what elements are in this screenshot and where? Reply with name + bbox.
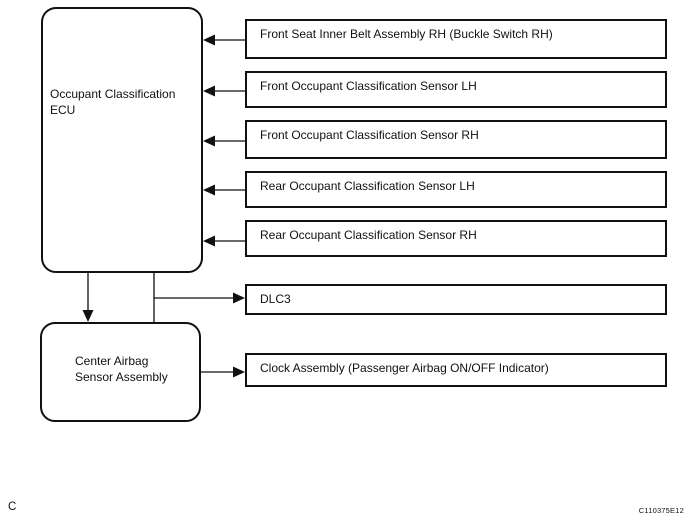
arrow-center-airbag-to-clock (201, 366, 245, 378)
arrow-front-occupant-sensor-lh-to-ecu (203, 85, 245, 97)
node-clock-assembly-label: Clock Assembly (Passenger Airbag ON/OFF … (260, 361, 549, 375)
figure-code: C110375E12 (638, 506, 684, 515)
arrow-rear-occupant-sensor-lh-to-ecu (203, 184, 245, 196)
node-front-seat-inner-belt-assembly-rh: Front Seat Inner Belt Assembly RH (Buckl… (245, 19, 667, 59)
node-dlc3-label: DLC3 (260, 292, 291, 306)
node-front-seat-inner-belt-assembly-rh-label: Front Seat Inner Belt Assembly RH (Buckl… (260, 27, 553, 41)
node-center-airbag-sensor-assembly-label: Center Airbag Sensor Assembly (75, 354, 168, 384)
node-rear-occupant-classification-sensor-rh: Rear Occupant Classification Sensor RH (245, 220, 667, 257)
node-rear-occupant-classification-sensor-lh: Rear Occupant Classification Sensor LH (245, 171, 667, 208)
arrow-front-occupant-sensor-rh-to-ecu (203, 135, 245, 147)
node-occupant-classification-ecu-label: Occupant Classification ECU (50, 87, 176, 117)
node-dlc3: DLC3 (245, 284, 667, 315)
node-center-airbag-sensor-assembly: Center Airbag Sensor Assembly (40, 322, 201, 422)
arrow-ecu-to-center-airbag (82, 273, 94, 322)
node-occupant-classification-ecu: Occupant Classification ECU (41, 7, 203, 273)
node-rear-occupant-classification-sensor-rh-label: Rear Occupant Classification Sensor RH (260, 228, 477, 242)
arrow-front-seat-inner-belt-to-ecu (203, 34, 245, 46)
arrow-rear-occupant-sensor-rh-to-ecu (203, 235, 245, 247)
node-rear-occupant-classification-sensor-lh-label: Rear Occupant Classification Sensor LH (260, 179, 475, 193)
node-front-occupant-classification-sensor-rh: Front Occupant Classification Sensor RH (245, 120, 667, 159)
node-front-occupant-classification-sensor-lh-label: Front Occupant Classification Sensor LH (260, 79, 477, 93)
page-marker: C (8, 501, 17, 513)
arrow-to-dlc3 (154, 292, 245, 304)
node-front-occupant-classification-sensor-rh-label: Front Occupant Classification Sensor RH (260, 128, 479, 142)
node-clock-assembly: Clock Assembly (Passenger Airbag ON/OFF … (245, 353, 667, 387)
node-front-occupant-classification-sensor-lh: Front Occupant Classification Sensor LH (245, 71, 667, 108)
